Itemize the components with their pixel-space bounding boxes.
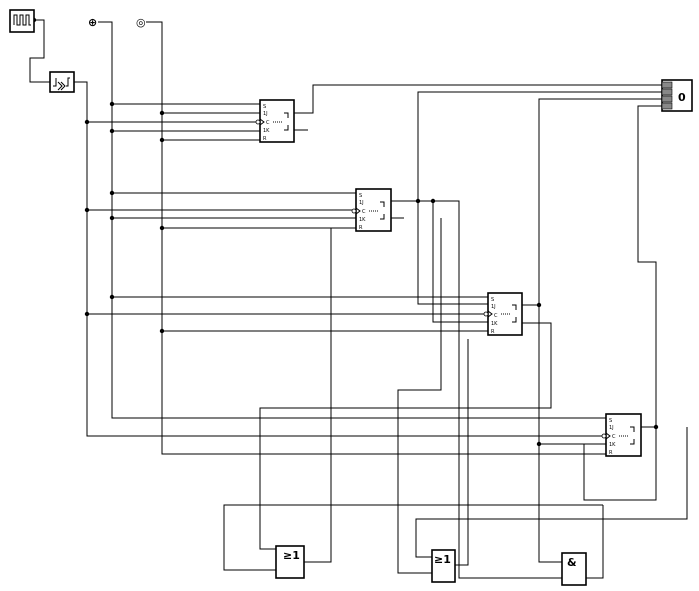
pin-j-label: 1J	[359, 200, 364, 206]
wiring	[29, 17, 688, 579]
and-gate-1-label: &	[567, 556, 577, 569]
pin-r-label: R	[491, 329, 495, 335]
jk-flipflop-3[interactable]: S 1J C 1K R	[483, 292, 523, 336]
jk-flipflop-2[interactable]: S 1J C 1K R	[351, 188, 392, 232]
pin-j-label: 1J	[263, 111, 268, 117]
pulse-shaper-icon	[53, 77, 70, 91]
pin-c-label: C	[612, 434, 616, 440]
clock-generator[interactable]	[9, 9, 35, 33]
pin-j-label: 1J	[491, 304, 496, 310]
pin-k-label: 1K	[491, 321, 498, 327]
pin-s-label: S	[609, 418, 612, 424]
vcc-icon: ⊕	[88, 16, 97, 29]
or-gate-1[interactable]: ≥1	[275, 545, 305, 579]
pulse-shaper[interactable]	[49, 71, 75, 93]
ground-icon: ◎	[136, 16, 146, 29]
and-gate-1[interactable]: &	[561, 552, 587, 586]
pin-r-label: R	[609, 450, 613, 456]
pin-r-label: R	[359, 225, 363, 231]
ground-symbol: ◎	[136, 16, 146, 29]
pin-k-label: 1K	[263, 128, 270, 134]
vcc-symbol: ⊕	[88, 16, 97, 29]
jk-flipflop-4[interactable]: S 1J C 1K R	[601, 413, 642, 457]
pin-c-label: C	[362, 209, 366, 215]
display-value: 0	[678, 91, 686, 104]
or-gate-2-label: ≥1	[434, 553, 451, 566]
jk-flipflop-1[interactable]: S 1J C 1K R	[255, 99, 295, 143]
square-wave-icon	[13, 14, 31, 26]
pin-k-label: 1K	[609, 442, 616, 448]
pin-s-label: S	[491, 297, 494, 303]
pin-s-label: S	[263, 104, 266, 110]
pin-c-label: C	[266, 120, 270, 126]
pin-r-label: R	[263, 136, 267, 142]
pin-c-label: C	[494, 313, 498, 319]
hex-display[interactable]: 0	[661, 79, 693, 112]
pin-s-label: S	[359, 193, 362, 199]
pin-j-label: 1J	[609, 425, 614, 431]
pin-k-label: 1K	[359, 217, 366, 223]
or-gate-1-label: ≥1	[283, 549, 300, 562]
or-gate-2[interactable]: ≥1	[431, 549, 456, 583]
